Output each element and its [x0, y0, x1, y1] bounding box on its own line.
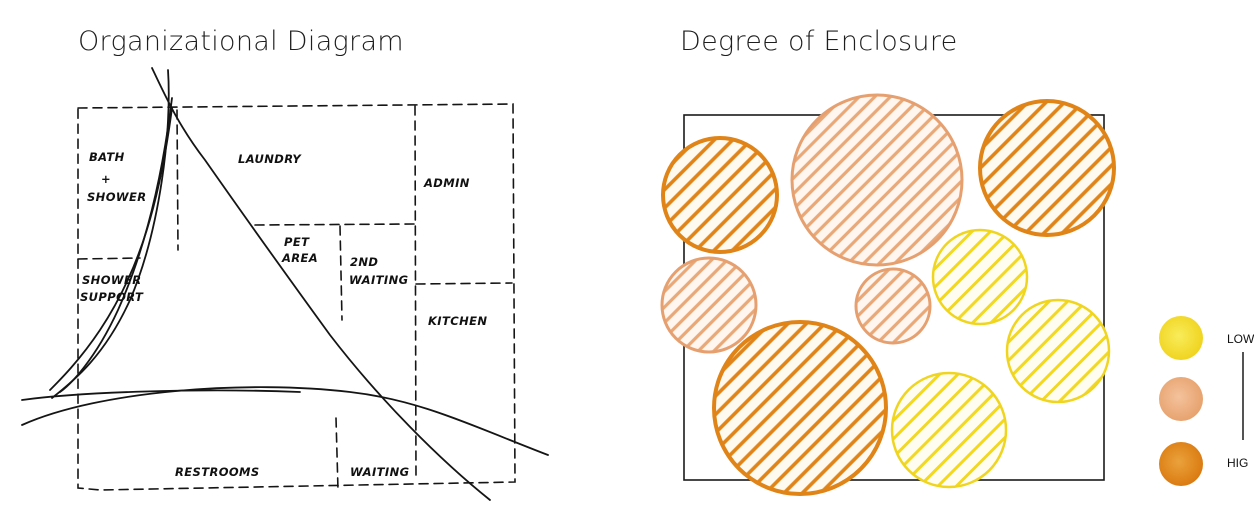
- organizational-diagram: [21, 67, 549, 501]
- enclosure-circle-mid-1: [790, 93, 964, 267]
- curve-left-b: [59, 97, 173, 393]
- outer-boundary: [77, 103, 516, 491]
- label-shower-support-2: SUPPORT: [80, 290, 144, 304]
- legend-label-low: LOW: [1227, 332, 1254, 346]
- legend-label-high: HIG: [1227, 456, 1248, 470]
- room-labels: BATH + SHOWER LAUNDRY ADMIN PET AREA 2ND…: [80, 150, 487, 479]
- label-restrooms: RESTROOMS: [175, 465, 260, 479]
- legend-swatch-mid: [1159, 377, 1203, 421]
- curve-horizontal-b: [21, 389, 301, 401]
- divider-restrooms-waiting: [335, 417, 339, 491]
- enclosure-circle-mid-3: [854, 267, 932, 345]
- label-area: AREA: [281, 251, 318, 265]
- label-shower: SHOWER: [87, 190, 146, 204]
- degree-of-enclosure-title: Degree of Enclosure: [680, 26, 958, 57]
- organizational-diagram-title: Organizational Diagram: [78, 26, 404, 57]
- label-bath: BATH: [89, 150, 125, 164]
- label-waiting-2nd: WAITING: [349, 273, 408, 287]
- enclosure-circle-high-1: [661, 136, 779, 254]
- enclosure-circle-high-3: [712, 320, 888, 496]
- divider-pet-waiting: [339, 225, 343, 321]
- enclosure-circle-low-2: [1005, 298, 1111, 404]
- label-laundry: LAUNDRY: [238, 152, 302, 166]
- divider-shower-support: [77, 257, 141, 260]
- label-2nd: 2ND: [350, 255, 378, 269]
- divider-admin: [414, 105, 417, 481]
- legend-swatch-low: [1159, 316, 1203, 360]
- room-boundaries: [77, 103, 516, 491]
- divider-admin-kitchen: [415, 282, 513, 285]
- circulation-curves: [21, 67, 549, 501]
- label-waiting: WAITING: [350, 465, 409, 479]
- degree-of-enclosure-diagram: [660, 93, 1116, 496]
- curve-left-a: [51, 69, 170, 399]
- legend-swatch-high: [1159, 442, 1203, 486]
- divider-laundry-bottom: [254, 223, 415, 226]
- divider-bath-laundry: [176, 109, 179, 251]
- enclosure-legend: LOW HIG: [1159, 316, 1254, 486]
- label-bath-plus: +: [101, 172, 111, 186]
- enclosure-circle-low-3: [890, 371, 1008, 489]
- curve-diagonal-right: [151, 67, 491, 501]
- enclosure-circle-low-1: [931, 228, 1029, 326]
- curve-left-c: [49, 107, 173, 391]
- enclosure-circle-high-2: [978, 99, 1116, 237]
- label-kitchen: KITCHEN: [428, 314, 487, 328]
- label-shower-support-1: SHOWER: [82, 273, 141, 287]
- enclosure-circle-mid-2: [660, 256, 758, 354]
- label-admin: ADMIN: [423, 176, 470, 190]
- curve-horizontal: [21, 386, 549, 456]
- label-pet: PET: [284, 235, 310, 249]
